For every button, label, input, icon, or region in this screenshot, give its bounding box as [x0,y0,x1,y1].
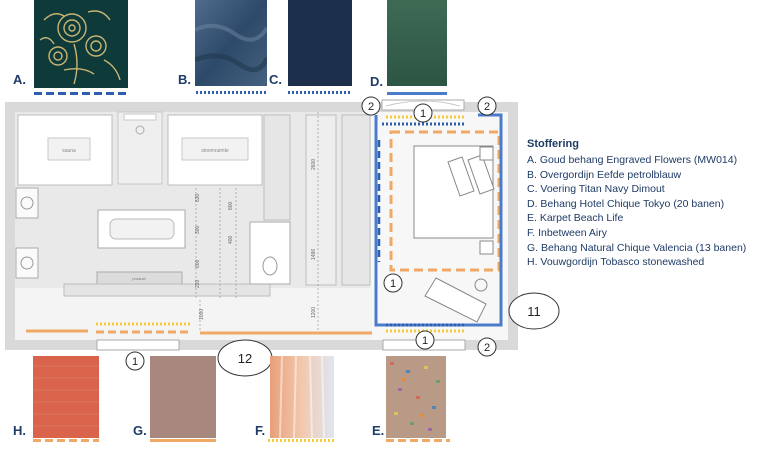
swatch-c-line [288,91,352,94]
svg-text:1: 1 [422,335,428,347]
sauna-room [17,114,113,186]
wallpaper-line-d [374,113,503,327]
dimension-1486: 1486 [311,249,317,260]
dimension-2600: 2600 [311,159,317,170]
swatch-letter-c: C. [269,72,282,87]
dimension-600: 600 [195,259,201,268]
swatch-h-line [33,439,99,442]
legend-item-d: D. Behang Hotel Chique Tokyo (20 banen) [527,197,725,210]
sauna-label: sauna [62,148,76,154]
swatch-f-inbetween-airy [270,356,334,438]
chaise-lounge [424,277,487,323]
legend-item-c: C. Voering Titan Navy Dimout [527,183,665,196]
legend-title: Stoffering [527,138,579,150]
callout-2-top-left: 2 [361,96,381,116]
svg-text:11: 11 [527,304,541,319]
legend-item-h: H. Vouwgordijn Tobasco stonewashed [527,256,705,269]
sink-left-top [15,187,39,219]
carpet-outline [389,130,501,272]
window-bottom-left [96,339,180,351]
legend: Stoffering A. Goud behang Engraved Flowe… [527,138,763,270]
legend-item-f: F. Inbetween Airy [527,226,607,239]
dimension-800: 800 [228,201,234,210]
dimension-1000: 1000 [199,309,205,320]
shower-column [117,111,163,185]
legend-item-e: E. Karpet Beach Life [527,212,624,225]
svg-text:2: 2 [484,342,490,354]
swatch-letter-e: E. [372,423,385,438]
legend-item-g: G. Behang Natural Chique Valencia (13 ba… [527,241,747,254]
swatch-d-line [387,92,447,95]
swatch-e-line [386,439,450,442]
svg-text:1: 1 [132,356,138,368]
dimension-400: 400 [228,235,234,244]
callout-1-bottom-right: 1 [415,330,435,350]
legend-item-a: A. Goud behang Engraved Flowers (MW014) [527,154,738,166]
swatch-letter-a: A. [13,72,26,87]
wardrobe-column-left [263,114,291,221]
swatch-a-gold-flowers [34,0,128,88]
swatch-letter-b: B. [178,72,191,87]
svg-text:12: 12 [238,351,252,366]
svg-text:1: 1 [390,278,396,290]
product-label: product [132,276,146,281]
dimension-1200: 1200 [311,307,317,318]
dimension-300: 300 [195,225,201,234]
callout-2-bottom: 2 [477,337,497,357]
toilet-cabin [249,221,291,285]
swatch-letter-g: G. [133,423,147,438]
swatch-a-line [34,92,128,95]
steam-room-label: stoomruimte [201,148,229,154]
sink-left-bottom [15,247,39,279]
dimension-220: 220 [195,279,201,288]
swatch-letter-d: D. [370,74,383,89]
swatch-d-hotel-chique-tokyo [387,0,447,86]
swatch-h-tobasco [33,356,99,438]
callout-1-bottom-left: 1 [125,351,145,371]
svg-text:2: 2 [368,101,374,113]
callout-1-left: 1 [383,273,403,293]
swatch-g-line [150,439,216,442]
wardrobe-column-right [341,114,371,286]
callout-2-top-right: 2 [477,96,497,116]
swatch-c-titan-navy [288,0,352,86]
wardrobe-column-mid [305,114,337,286]
swatch-b-petrol-blue [195,0,267,86]
swatch-b-line [196,91,268,94]
dimension-630: 630 [195,193,201,202]
svg-text:2: 2 [484,101,490,113]
swatch-g-natural-chique-valencia [150,356,216,438]
swatch-letter-h: H. [13,423,26,438]
callout-12: 12 [217,339,273,377]
callout-11: 11 [508,292,560,330]
swatch-letter-f: F. [255,423,266,438]
swatch-e-beach-life-carpet [386,356,446,438]
callout-1-top: 1 [413,103,433,123]
swatch-f-line [268,439,336,442]
legend-item-b: B. Overgordijn Eefde petrolblauw [527,168,682,181]
svg-text:1: 1 [420,108,426,120]
